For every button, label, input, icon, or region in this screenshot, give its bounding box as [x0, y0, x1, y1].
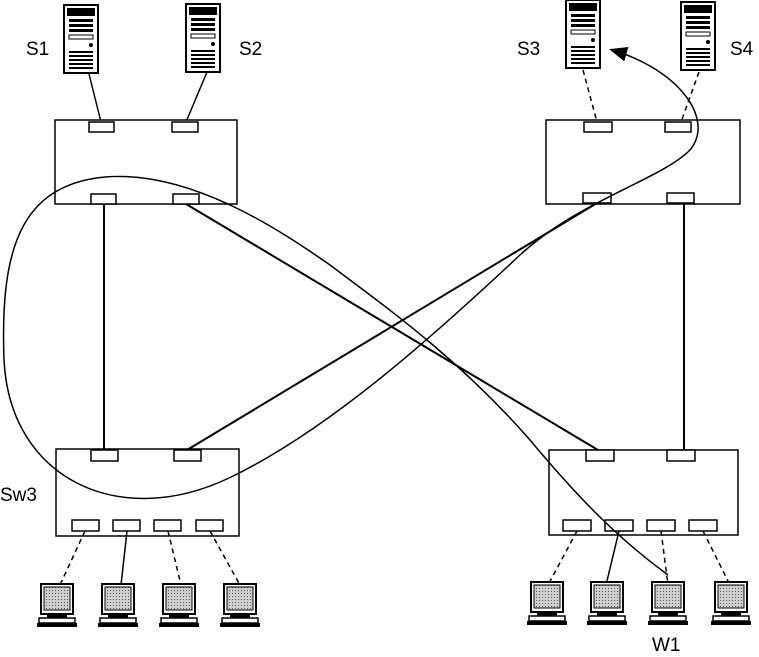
label-s3: S3: [517, 39, 541, 60]
switch-top-left: [54, 119, 238, 205]
drop-left-4: [209, 530, 241, 586]
drop-right-3: [660, 530, 669, 586]
traffic-path-arrow: [228, 47, 699, 479]
drop-right-1: [547, 530, 578, 586]
workstation-icon: [710, 581, 752, 626]
workstation-icon: [158, 583, 200, 628]
label-s2: S2: [239, 39, 263, 60]
workstation-icon: [36, 583, 78, 628]
switch-top-right: [545, 119, 741, 205]
server-s2-icon: [185, 3, 221, 73]
label-w1: W1: [652, 635, 681, 656]
server-s4-icon: [680, 1, 716, 71]
drop-left-2: [120, 530, 128, 586]
traffic-path-loop: [2, 175, 669, 576]
switch-sw3: [55, 448, 240, 537]
label-s1: S1: [26, 39, 50, 60]
drop-right-2: [605, 530, 620, 586]
switch-bottom-right: [548, 449, 739, 536]
workstation-w1-icon: [647, 581, 689, 626]
workstation-icon: [526, 581, 568, 626]
link-s3-switch: [582, 69, 598, 123]
label-s4: S4: [730, 39, 754, 60]
link-s2-switch: [185, 71, 208, 123]
drop-right-4: [702, 530, 731, 586]
workstation-icon: [219, 583, 261, 628]
drop-left-1: [59, 530, 86, 586]
workstation-icon: [97, 583, 139, 628]
workstation-icon: [586, 581, 628, 626]
drop-left-3: [167, 530, 182, 586]
link-cross-up: [186, 202, 598, 451]
link-s1-switch: [88, 73, 102, 123]
server-s1-icon: [63, 4, 99, 74]
label-sw3: Sw3: [0, 485, 37, 506]
server-s3-icon: [565, 0, 601, 69]
